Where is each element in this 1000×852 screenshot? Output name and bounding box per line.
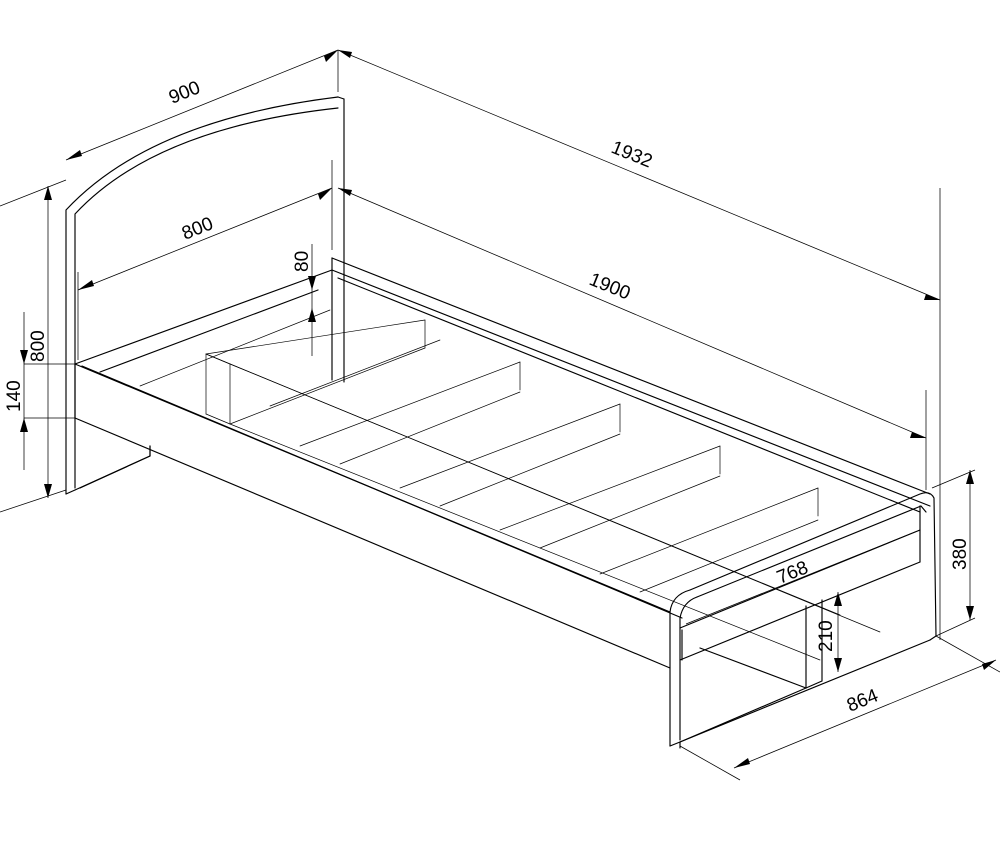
dim-label-140: 140 (4, 380, 25, 412)
dim-label-864: 864 (844, 685, 882, 717)
dim-label-1900: 1900 (586, 269, 633, 304)
dim-label-210: 210 (816, 620, 837, 652)
dim-label-80: 80 (292, 251, 313, 272)
slats (139, 309, 881, 661)
dim-label-380: 380 (950, 538, 971, 570)
front-side-rail (74, 363, 683, 669)
dimension-arrows (20, 50, 996, 768)
dim-label-800-inner: 800 (179, 213, 216, 244)
dim-label-768: 768 (774, 557, 811, 588)
footboard (669, 492, 937, 747)
back-side-rail (74, 257, 931, 513)
dim-label-900: 900 (166, 77, 203, 108)
legs (79, 445, 807, 749)
dim-label-800-height: 800 (28, 330, 49, 362)
dimension-lines (0, 49, 1000, 781)
dim-label-1932: 1932 (608, 137, 655, 172)
